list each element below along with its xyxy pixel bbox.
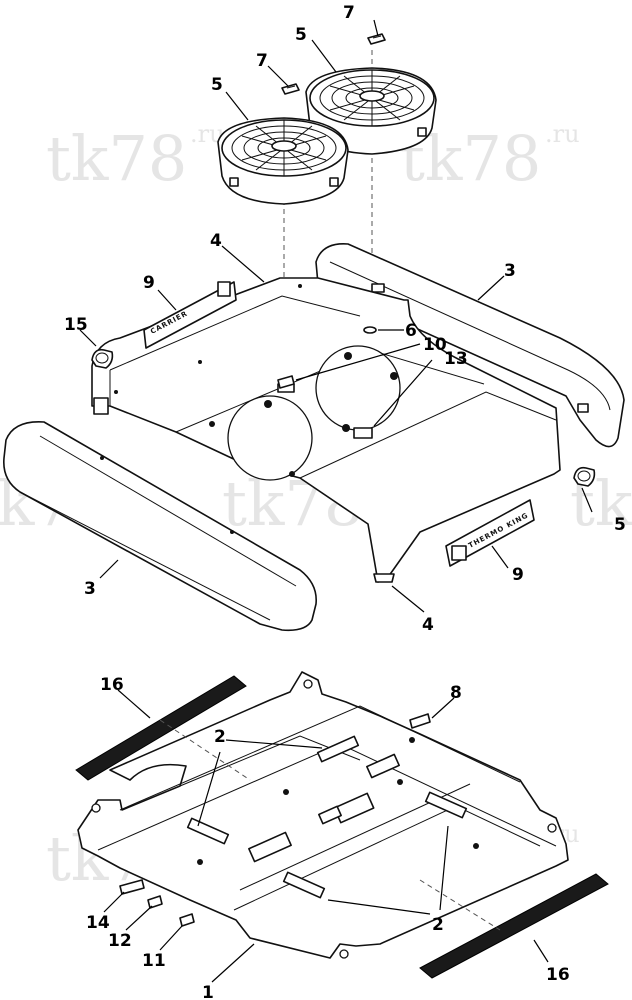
callout-5-bottom-right: 5	[614, 515, 626, 535]
callout-5-right: 5	[295, 25, 307, 45]
top-cover	[91, 277, 561, 583]
plate-14	[119, 879, 145, 895]
fan-assembly-left	[217, 117, 349, 205]
callout-6: 6	[405, 321, 417, 341]
callout-7-left: 7	[256, 51, 268, 71]
callout-5-left: 5	[211, 75, 223, 95]
callout-13: 13	[444, 349, 468, 369]
strip-axis-bottom	[419, 879, 501, 931]
emblem-15-left	[91, 348, 114, 369]
callout-11: 11	[142, 951, 166, 971]
base-frame	[77, 671, 569, 959]
bracket-2-d	[282, 871, 326, 899]
seal-strip-16-bottom	[419, 873, 609, 979]
clip-7-left	[281, 83, 300, 95]
end-cap-left	[3, 421, 317, 632]
clip-7-right	[367, 33, 386, 45]
clip-11	[179, 913, 195, 927]
bracket-2-c	[424, 791, 468, 819]
seal-strip-16-top	[75, 675, 247, 781]
callout-1: 1	[202, 983, 214, 1000]
callout-8: 8	[450, 683, 462, 703]
callout-10: 10	[423, 335, 447, 355]
callout-9-bottom: 9	[512, 565, 524, 585]
leader-lines	[79, 19, 593, 983]
callout-3-right: 3	[504, 261, 516, 281]
callout-3-left: 3	[84, 579, 96, 599]
callout-4-bottom: 4	[422, 615, 434, 635]
callout-16-top: 16	[100, 675, 124, 695]
bracket-2-a	[316, 735, 360, 763]
watermark-top-left: tk78	[46, 122, 187, 195]
callout-9-top: 9	[143, 273, 155, 293]
grommet-6	[363, 326, 377, 334]
emblem-15-right	[573, 466, 596, 487]
callouts: 7 5 7 5 4 3 9 15 6 10 13 3 4 5 9 16 2 8 …	[64, 3, 626, 1000]
plate-8	[409, 713, 431, 729]
clip-10	[277, 375, 295, 389]
callout-12: 12	[108, 931, 132, 951]
clip-12	[147, 895, 163, 909]
watermark-top-right-suffix: .ru	[545, 120, 580, 148]
callout-16-bottom: 16	[546, 965, 570, 985]
callout-2-bottom: 2	[432, 915, 444, 935]
strip-axis-top	[159, 719, 251, 781]
callout-15-left: 15	[64, 315, 88, 335]
callout-2-top: 2	[214, 727, 226, 747]
callout-4-top: 4	[210, 231, 222, 251]
callout-14: 14	[86, 913, 110, 933]
callout-7-right: 7	[343, 3, 355, 23]
